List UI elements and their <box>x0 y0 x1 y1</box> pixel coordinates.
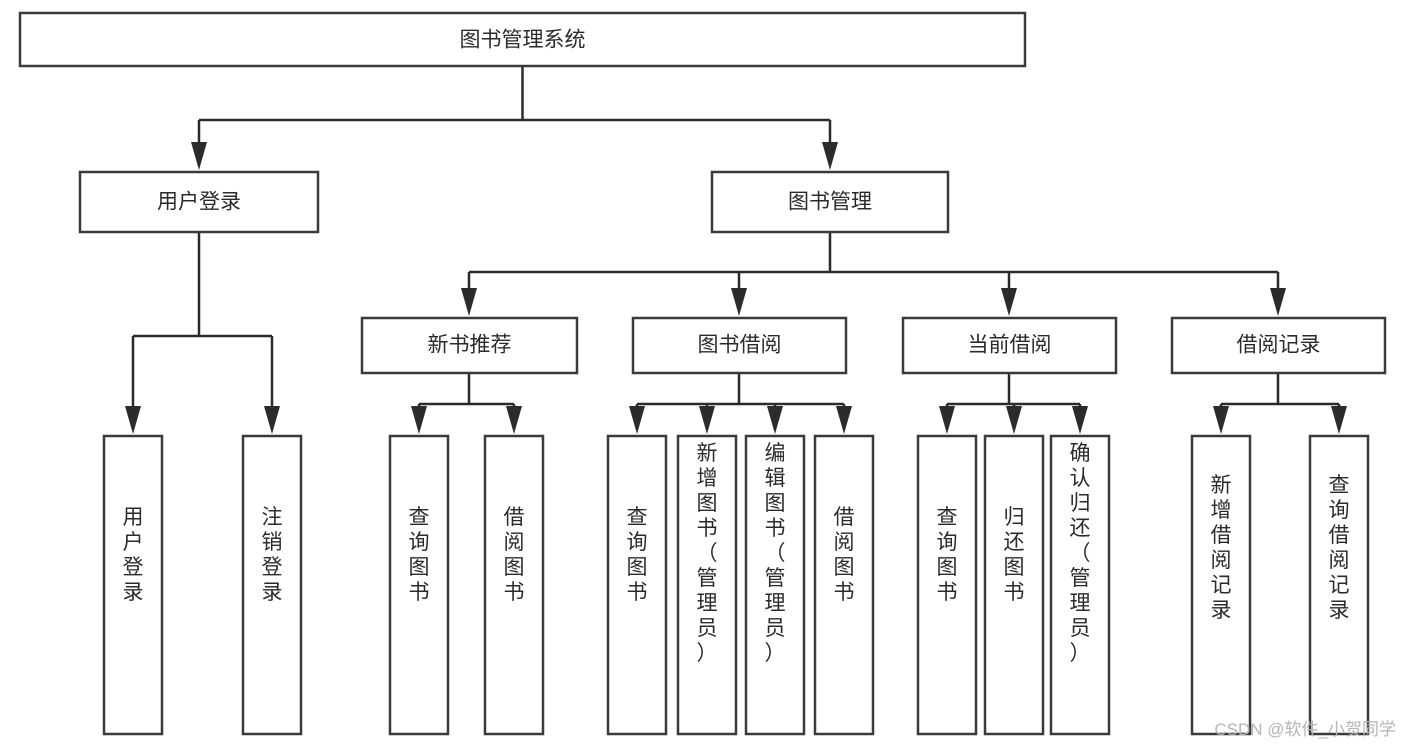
node-book-borrow-label: 图书借阅 <box>698 334 782 357</box>
node-current-borrow-box[interactable] <box>901 316 1118 375</box>
arrow-head-icon <box>1213 406 1229 434</box>
arrow-head-icon <box>264 406 280 434</box>
node-leaf-query-book-3[interactable]: 查询图书 <box>916 434 978 736</box>
node-leaf-query-record-box[interactable] <box>1308 434 1370 736</box>
node-new-book-recommend[interactable]: 新书推荐 <box>360 316 579 375</box>
node-leaf-logout-box[interactable] <box>241 434 303 736</box>
node-leaf-return-book-label: 归还图书 <box>1004 506 1025 604</box>
node-leaf-borrow-book-2[interactable]: 借阅图书 <box>813 434 875 736</box>
arrow-head-icon <box>1331 406 1347 434</box>
node-leaf-confirm-return[interactable]: 确认归还（管理员） <box>1049 434 1111 736</box>
node-leaf-user-login-box[interactable] <box>102 434 164 736</box>
arrow-head-icon <box>1072 406 1088 434</box>
node-current-borrow-label: 当前借阅 <box>968 334 1052 357</box>
node-leaf-query-book-2-label: 查询图书 <box>627 506 648 604</box>
arrow-head-icon <box>411 406 427 434</box>
arrow-head-icon <box>822 142 838 170</box>
node-leaf-return-book-box[interactable] <box>983 434 1045 736</box>
node-leaf-edit-book[interactable]: 编辑图书（管理员） <box>744 434 806 736</box>
node-leaf-user-login[interactable]: 用户登录 <box>102 434 164 736</box>
node-leaf-add-book-label: 新增图书（管理员） <box>697 442 718 665</box>
node-leaf-query-book-1-label: 查询图书 <box>409 506 430 604</box>
node-leaf-borrow-book-1-box[interactable] <box>483 434 545 736</box>
node-leaf-query-book-2[interactable]: 查询图书 <box>606 434 668 736</box>
arrow-head-icon <box>191 142 207 170</box>
arrow-head-icon <box>506 406 522 434</box>
node-leaf-logout-label: 注销登录 <box>262 506 283 604</box>
node-leaf-add-book-box[interactable] <box>676 434 738 736</box>
node-leaf-query-record-label: 查询借阅记录 <box>1329 474 1350 622</box>
node-leaf-return-book[interactable]: 归还图书 <box>983 434 1045 736</box>
node-borrow-records-label: 借阅记录 <box>1237 334 1321 357</box>
arrow-head-icon <box>629 406 645 434</box>
arrow-head-icon <box>461 288 477 316</box>
node-root-box[interactable] <box>18 11 1027 68</box>
arrow-head-icon <box>1270 288 1286 316</box>
node-leaf-query-book-1-box[interactable] <box>388 434 450 736</box>
node-leaf-user-login-label: 用户登录 <box>123 506 144 604</box>
node-leaf-add-record[interactable]: 新增借阅记录 <box>1190 434 1252 736</box>
node-root[interactable]: 图书管理系统 <box>18 11 1027 68</box>
node-new-book-recommend-box[interactable] <box>360 316 579 375</box>
node-new-book-recommend-label: 新书推荐 <box>428 334 512 357</box>
node-leaf-logout[interactable]: 注销登录 <box>241 434 303 736</box>
node-leaf-add-book[interactable]: 新增图书（管理员） <box>676 434 738 736</box>
arrow-head-icon <box>1001 288 1017 316</box>
arrow-head-icon <box>1006 406 1022 434</box>
node-leaf-borrow-book-1[interactable]: 借阅图书 <box>483 434 545 736</box>
node-leaf-edit-book-box[interactable] <box>744 434 806 736</box>
node-book-management-box[interactable] <box>710 170 950 234</box>
node-leaf-edit-book-label: 编辑图书（管理员） <box>765 442 786 665</box>
node-current-borrow[interactable]: 当前借阅 <box>901 316 1118 375</box>
node-leaf-borrow-book-2-label: 借阅图书 <box>834 506 855 604</box>
node-leaf-query-book-3-box[interactable] <box>916 434 978 736</box>
node-book-borrow[interactable]: 图书借阅 <box>631 316 848 375</box>
node-leaf-borrow-book-2-box[interactable] <box>813 434 875 736</box>
node-book-management-label: 图书管理 <box>788 191 872 214</box>
node-leaf-confirm-return-box[interactable] <box>1049 434 1111 736</box>
node-user-login-label: 用户登录 <box>157 191 241 214</box>
node-leaf-query-book-2-box[interactable] <box>606 434 668 736</box>
node-leaf-add-record-label: 新增借阅记录 <box>1211 474 1232 622</box>
arrow-head-icon <box>939 406 955 434</box>
connector-layer <box>125 66 1347 434</box>
node-user-login-box[interactable] <box>78 170 320 234</box>
arrow-head-icon <box>125 406 141 434</box>
node-user-login[interactable]: 用户登录 <box>78 170 320 234</box>
node-book-management[interactable]: 图书管理 <box>710 170 950 234</box>
watermark-text: CSDN @软件_小贺同学 <box>1214 720 1396 739</box>
node-leaf-query-book-3-label: 查询图书 <box>937 506 958 604</box>
node-leaf-add-record-box[interactable] <box>1190 434 1252 736</box>
node-borrow-records-box[interactable] <box>1170 316 1387 375</box>
arrow-head-icon <box>699 406 715 434</box>
arrow-head-icon <box>731 288 747 316</box>
node-leaf-borrow-book-1-label: 借阅图书 <box>504 506 525 604</box>
node-leaf-query-book-1[interactable]: 查询图书 <box>388 434 450 736</box>
arrow-head-icon <box>767 406 783 434</box>
node-leaf-confirm-return-label: 确认归还（管理员） <box>1070 442 1091 665</box>
node-leaf-query-record[interactable]: 查询借阅记录 <box>1308 434 1370 736</box>
node-borrow-records[interactable]: 借阅记录 <box>1170 316 1387 375</box>
arrow-head-icon <box>836 406 852 434</box>
node-book-borrow-box[interactable] <box>631 316 848 375</box>
node-root-label: 图书管理系统 <box>460 29 586 52</box>
